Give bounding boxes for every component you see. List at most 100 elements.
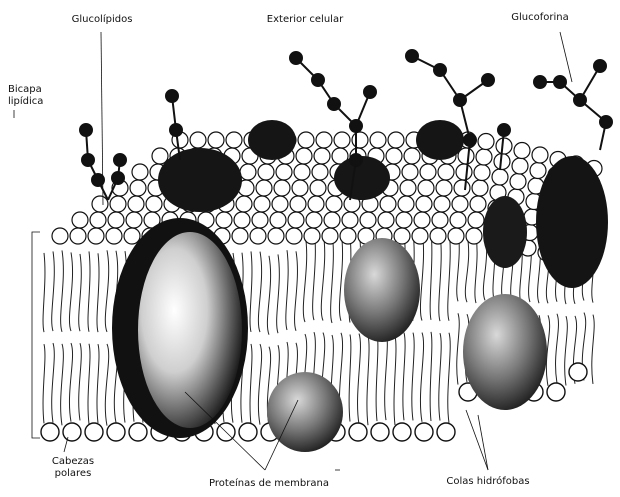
polar-head [110, 196, 126, 212]
lipid-tail [457, 230, 460, 384]
glycophorin-chain-stem [540, 82, 606, 150]
polar-head [268, 228, 284, 244]
glycophorin-chain-sugar [350, 154, 362, 166]
polar-head [476, 149, 492, 165]
polar-head [108, 212, 124, 228]
polar-head [296, 148, 312, 164]
polar-head [378, 212, 394, 228]
right-protein-lower [463, 294, 547, 410]
polar-head [63, 423, 81, 441]
polar-head [240, 164, 256, 180]
polar-head [394, 228, 410, 244]
polar-head [92, 196, 108, 212]
center-protein [344, 238, 420, 342]
polar-head [414, 212, 430, 228]
polar-head [371, 423, 389, 441]
glycophorin-chain-sugar [594, 60, 606, 72]
glycophorin-chain-sugar [364, 86, 376, 98]
polar-head [326, 196, 342, 212]
polar-head [322, 228, 338, 244]
polar-head [256, 180, 272, 196]
polar-head [236, 196, 252, 212]
polar-head [290, 196, 306, 212]
polar-head [72, 212, 88, 228]
polar-head [286, 228, 302, 244]
upper-protein [158, 148, 242, 212]
lipid-tail [69, 252, 72, 421]
lipid-tail [339, 233, 342, 421]
polar-head [272, 196, 288, 212]
polar-head [402, 164, 418, 180]
polar-head [404, 148, 420, 164]
polar-head [288, 212, 304, 228]
lipid-tail [430, 231, 432, 421]
polar-head [52, 228, 68, 244]
polar-head [340, 228, 356, 244]
glycophorin-chain-sugar [554, 76, 566, 88]
polar-head [274, 180, 290, 196]
lipid-tail [105, 250, 108, 425]
polar-head [466, 228, 482, 244]
polar-head [400, 180, 416, 196]
glycophorin-chain-sugar [406, 50, 418, 62]
polar-head [128, 196, 144, 212]
lower-protein [267, 372, 343, 452]
right-protein-dark [536, 156, 608, 288]
polar-head [124, 228, 140, 244]
lipid-tail [439, 234, 441, 421]
polar-head [146, 196, 162, 212]
polar-head [478, 134, 494, 150]
lipid-tail [420, 231, 423, 421]
glycophorin-label: Glucoforina [500, 12, 580, 24]
polar-head [532, 147, 548, 163]
lipid-tail [43, 253, 45, 423]
polar-head [432, 212, 448, 228]
polar-head [349, 423, 367, 441]
polar-head [232, 228, 248, 244]
lipid-tail [258, 252, 261, 425]
polar-head [342, 212, 358, 228]
lipid-tail [97, 253, 99, 423]
polar-head [420, 164, 436, 180]
glycolipid-chain-sugar [112, 172, 124, 184]
polar-head [239, 423, 257, 441]
glycolipid-chain-sugar [170, 124, 182, 136]
polar-head [569, 363, 587, 381]
hydrophobic-tails-label: Colas hidrófobas [438, 476, 538, 488]
polar-head [316, 132, 332, 148]
polar-head [294, 164, 310, 180]
polar-head [152, 148, 168, 164]
polar-head [418, 180, 434, 196]
polar-head [234, 212, 250, 228]
glycophorin-chain-sugar [482, 74, 494, 86]
polar-heads-label: Cabezas polares [50, 456, 96, 480]
polar-head [132, 164, 148, 180]
polar-head [310, 180, 326, 196]
polar-head [276, 164, 292, 180]
polar-head [250, 228, 266, 244]
polar-head [306, 212, 322, 228]
polar-head [360, 212, 376, 228]
right-protein-mid [483, 196, 527, 268]
polar-head [396, 212, 412, 228]
glycolipid-chain-sugar [498, 124, 510, 136]
large-protein-highlight [138, 232, 242, 428]
polar-head [547, 383, 565, 401]
polar-head [324, 212, 340, 228]
polar-head [298, 132, 314, 148]
polar-head [398, 196, 414, 212]
polar-head [252, 212, 268, 228]
polar-head [510, 174, 526, 190]
glycophorin-chain-sugar [600, 116, 612, 128]
glycolipid-chain-sugar [166, 90, 178, 102]
polar-head [312, 164, 328, 180]
lipid-bilayer-label: Bicapa lipídica [8, 84, 56, 108]
polar-head [270, 212, 286, 228]
polar-head [454, 180, 470, 196]
polar-head [380, 196, 396, 212]
polar-head [437, 423, 455, 441]
polar-head [530, 163, 546, 179]
polar-head [496, 138, 512, 154]
